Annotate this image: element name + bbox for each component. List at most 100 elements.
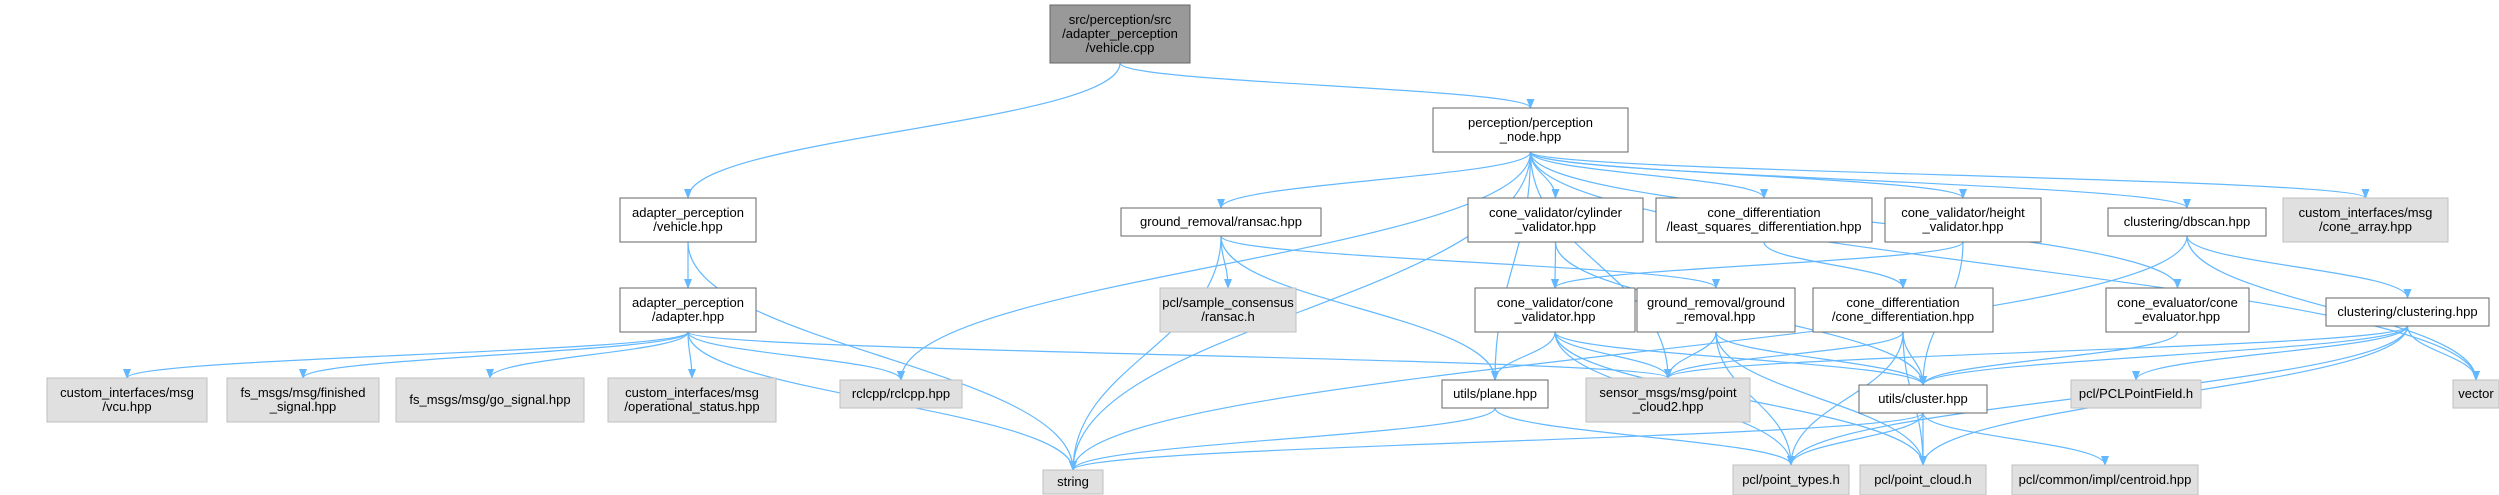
node-label-line: adapter_perception (632, 205, 744, 220)
node-label-line: cone_validator/height (1901, 205, 2025, 220)
node-box (2452, 379, 2499, 409)
node-label-line: _signal.hpp (269, 399, 337, 414)
node-adapter_adapter_hpp[interactable]: adapter_perception/adapter.hpp (619, 287, 757, 333)
edge-cone_diff_hpp-to-pcl_types (1787, 331, 1904, 466)
node-label-line: pcl/PCLPointField.h (2079, 386, 2193, 401)
node-cone_diff_hpp[interactable]: cone_differentiation/cone_differentiatio… (1812, 287, 1994, 333)
node-least_squares_hpp[interactable]: cone_differentiation/least_squares_diffe… (1655, 197, 1873, 243)
node-label-line: rclcpp/rclcpp.hpp (852, 386, 950, 401)
node-box (607, 377, 777, 423)
edge-adapter_adapter_hpp-to-rclcpp (687, 331, 905, 381)
node-box (2282, 197, 2449, 243)
edge-cone_evaluator_hpp-to-cluster_hpp (1919, 331, 2179, 386)
node-label-line: ground_removal/ground (1647, 295, 1785, 310)
node-box (1474, 287, 1636, 333)
node-box (1732, 464, 1850, 495)
node-vehicle_cpp[interactable]: src/perception/src/adapter_perception/ve… (1049, 4, 1191, 64)
edge-perception_node_hpp-to-cylinder_hpp (1529, 151, 1560, 199)
node-label-line: src/perception/src (1069, 12, 1172, 27)
node-pcl_sample: pcl/sample_consensus/ransac.h (1159, 287, 1297, 333)
node-label-line: cone_validator/cylinder (1489, 205, 1623, 220)
node-perception_node_hpp[interactable]: perception/perception_node.hpp (1432, 107, 1629, 153)
edge-least_squares_hpp-to-cone_diff_hpp (1763, 241, 1907, 289)
node-label-line: /adapter_perception (1062, 26, 1178, 41)
edge-ransac_hpp-to-ground_removal_hpp (1220, 235, 1720, 289)
node-label-line: utils/plane.hpp (1453, 386, 1537, 401)
node-label-line: /ransac.h (1201, 309, 1254, 324)
edge-vehicle_cpp-to-perception_node_hpp (1119, 62, 1535, 109)
edge-ransac_hpp-to-plane_hpp (1220, 235, 1499, 381)
node-label-line: cone_differentiation (1707, 205, 1820, 220)
node-box (1432, 107, 1629, 153)
node-dbscan_hpp[interactable]: clustering/dbscan.hpp (2107, 207, 2267, 237)
node-box (395, 377, 585, 423)
nodes-layer: src/perception/src/adapter_perception/ve… (46, 4, 2499, 495)
node-cluster_hpp[interactable]: utils/cluster.hpp (1858, 384, 1988, 414)
node-label-line: cone_differentiation (1846, 295, 1959, 310)
node-vector: vector (2452, 379, 2499, 409)
node-label-line: _validator.hpp (1514, 219, 1596, 234)
edge-clustering_hpp-to-pcl_field (2132, 325, 2409, 381)
node-pcl_field: pcl/PCLPointField.h (2070, 379, 2202, 409)
node-label-line: pcl/point_cloud.h (1874, 472, 1972, 487)
node-rclcpp: rclcpp/rclcpp.hpp (839, 379, 963, 409)
edge-cone_diff_hpp-to-sensor_pc2 (1664, 331, 1904, 379)
node-pcl_centroid: pcl/common/impl/centroid.hpp (2011, 464, 2199, 495)
node-pcl_cloud: pcl/point_cloud.h (1859, 464, 1987, 495)
edge-ground_removal_hpp-to-cluster_hpp (1715, 331, 1927, 386)
node-box (2325, 297, 2490, 327)
node-label-line: clustering/dbscan.hpp (2124, 214, 2250, 229)
node-sensor_pc2: sensor_msgs/msg/point_cloud2.hpp (1585, 377, 1751, 423)
edge-perception_node_hpp-to-dbscan_hpp (1529, 151, 2191, 209)
node-label-line: _removal.hpp (1676, 309, 1756, 324)
node-label-line: cone_evaluator/cone (2117, 295, 2238, 310)
edge-clustering_hpp-to-vector (2406, 325, 2480, 381)
node-fs_go: fs_msgs/msg/go_signal.hpp (395, 377, 585, 423)
node-box (1655, 197, 1873, 243)
node-box (619, 287, 757, 333)
node-label-line: custom_interfaces/msg (60, 385, 194, 400)
node-plane_hpp[interactable]: utils/plane.hpp (1441, 379, 1549, 409)
edge-cone_validator_hpp-to-sensor_pc2 (1554, 331, 1672, 379)
node-box (1636, 287, 1796, 333)
node-custom_cone_array: custom_interfaces/msg/cone_array.hpp (2282, 197, 2449, 243)
node-box (1049, 4, 1191, 64)
edge-clustering_hpp-to-sensor_pc2 (1664, 325, 2409, 379)
node-ground_removal_hpp[interactable]: ground_removal/ground_removal.hpp (1636, 287, 1796, 333)
node-label-line: utils/cluster.hpp (1878, 391, 1968, 406)
edge-clustering_hpp-to-cluster_hpp (1919, 325, 2409, 386)
node-label-line: /cone_array.hpp (2319, 219, 2412, 234)
node-label-line: fs_msgs/msg/finished (241, 385, 366, 400)
node-label-line: pcl/point_types.h (1742, 472, 1840, 487)
node-height_hpp[interactable]: cone_validator/height_validator.hpp (1884, 197, 2042, 243)
edge-adapter_adapter_hpp-to-custom_operational (687, 331, 696, 379)
node-cone_evaluator_hpp[interactable]: cone_evaluator/cone_evaluator.hpp (2105, 287, 2250, 333)
node-box (1120, 207, 1322, 237)
node-box (2070, 379, 2202, 409)
edge-adapter_adapter_hpp-to-sensor_pc2 (687, 331, 1672, 379)
node-box (1884, 197, 2042, 243)
edge-adapter_vehicle_hpp-to-string (687, 241, 1077, 471)
node-label-line: /vehicle.cpp (1086, 40, 1155, 55)
node-cylinder_hpp[interactable]: cone_validator/cylinder_validator.hpp (1467, 197, 1644, 243)
node-ransac_hpp[interactable]: ground_removal/ransac.hpp (1120, 207, 1322, 237)
node-label-line: ground_removal/ransac.hpp (1140, 214, 1302, 229)
node-label-line: custom_interfaces/msg (625, 385, 759, 400)
edge-perception_node_hpp-to-ransac_hpp (1217, 151, 1532, 209)
edge-vehicle_cpp-to-adapter_vehicle_hpp (684, 62, 1121, 199)
edge-cone_validator_hpp-to-cluster_hpp (1554, 331, 1927, 386)
edge-perception_node_hpp-to-string (1069, 151, 1532, 471)
node-fs_finished: fs_msgs/msg/finished_signal.hpp (226, 377, 380, 423)
node-label-line: pcl/common/impl/centroid.hpp (2019, 472, 2192, 487)
node-label-line: _evaluator.hpp (2134, 309, 2220, 324)
edge-height_hpp-to-cone_validator_hpp (1551, 241, 1964, 289)
node-box (1467, 197, 1644, 243)
node-label-line: string (1057, 474, 1089, 489)
node-clustering_hpp[interactable]: clustering/clustering.hpp (2325, 297, 2490, 327)
node-cone_validator_hpp[interactable]: cone_validator/cone_validator.hpp (1474, 287, 1636, 333)
edge-ground_removal_hpp-to-pcl_types (1715, 331, 1795, 466)
node-label-line: _cloud2.hpp (1632, 399, 1704, 414)
node-box (2107, 207, 2267, 237)
node-adapter_vehicle_hpp[interactable]: adapter_perception/vehicle.hpp (619, 197, 757, 243)
node-label-line: /vehicle.hpp (653, 219, 722, 234)
